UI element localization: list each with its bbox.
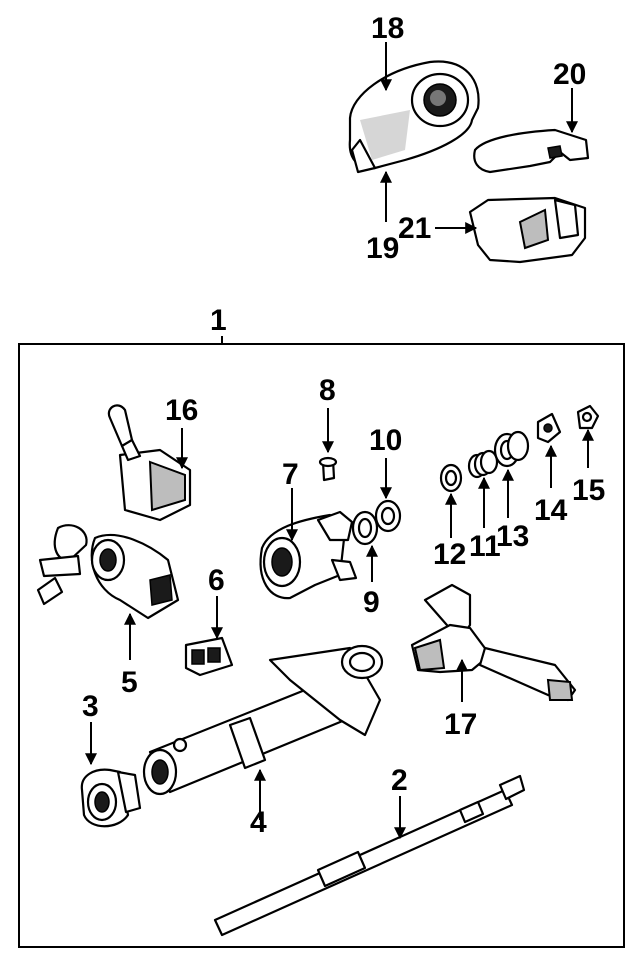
nut-part: [576, 404, 600, 430]
trim-cover-part: [473, 128, 590, 174]
retainer-ring-part: [374, 499, 402, 533]
callout-6: 6: [208, 564, 225, 597]
washer-part: [439, 463, 463, 493]
callout-11: 11: [469, 530, 501, 563]
callout-21: 21: [398, 212, 431, 245]
callout-4: 4: [250, 806, 267, 839]
assembly-box: [18, 343, 625, 948]
bearing-part: [493, 430, 530, 468]
callout-18: 18: [371, 12, 404, 45]
callout-5: 5: [121, 666, 138, 699]
spring-part: [467, 449, 499, 479]
lower-shroud-part: [468, 196, 587, 264]
callout-7: 7: [282, 458, 299, 491]
callout-13: 13: [496, 520, 529, 553]
callout-3: 3: [82, 690, 99, 723]
callout-20: 20: [553, 58, 586, 91]
callout-19: 19: [366, 232, 399, 265]
callout-15: 15: [572, 474, 605, 507]
callout-14: 14: [534, 494, 568, 527]
callout-10: 10: [369, 424, 402, 457]
screw-part: [318, 456, 338, 482]
bezel-part: [80, 768, 142, 828]
connector-part: [184, 636, 234, 677]
housing-part: [259, 510, 358, 600]
steering-shaft-part: [213, 774, 526, 937]
lock-cylinder-part: [36, 524, 180, 620]
callout-8: 8: [319, 374, 336, 407]
upper-shroud-part: [348, 60, 480, 174]
dimmer-switch-part: [107, 404, 192, 522]
callout-1: 1: [210, 304, 227, 337]
lock-plate-part: [536, 412, 562, 444]
bearing-ring-part: [351, 510, 379, 546]
callout-12: 12: [433, 538, 466, 571]
callout-9: 9: [363, 586, 380, 619]
multifunction-switch-part: [410, 583, 577, 702]
callout-16: 16: [165, 394, 198, 427]
callout-2: 2: [391, 764, 408, 797]
column-jacket-part: [142, 644, 384, 796]
callout-17: 17: [444, 708, 477, 741]
